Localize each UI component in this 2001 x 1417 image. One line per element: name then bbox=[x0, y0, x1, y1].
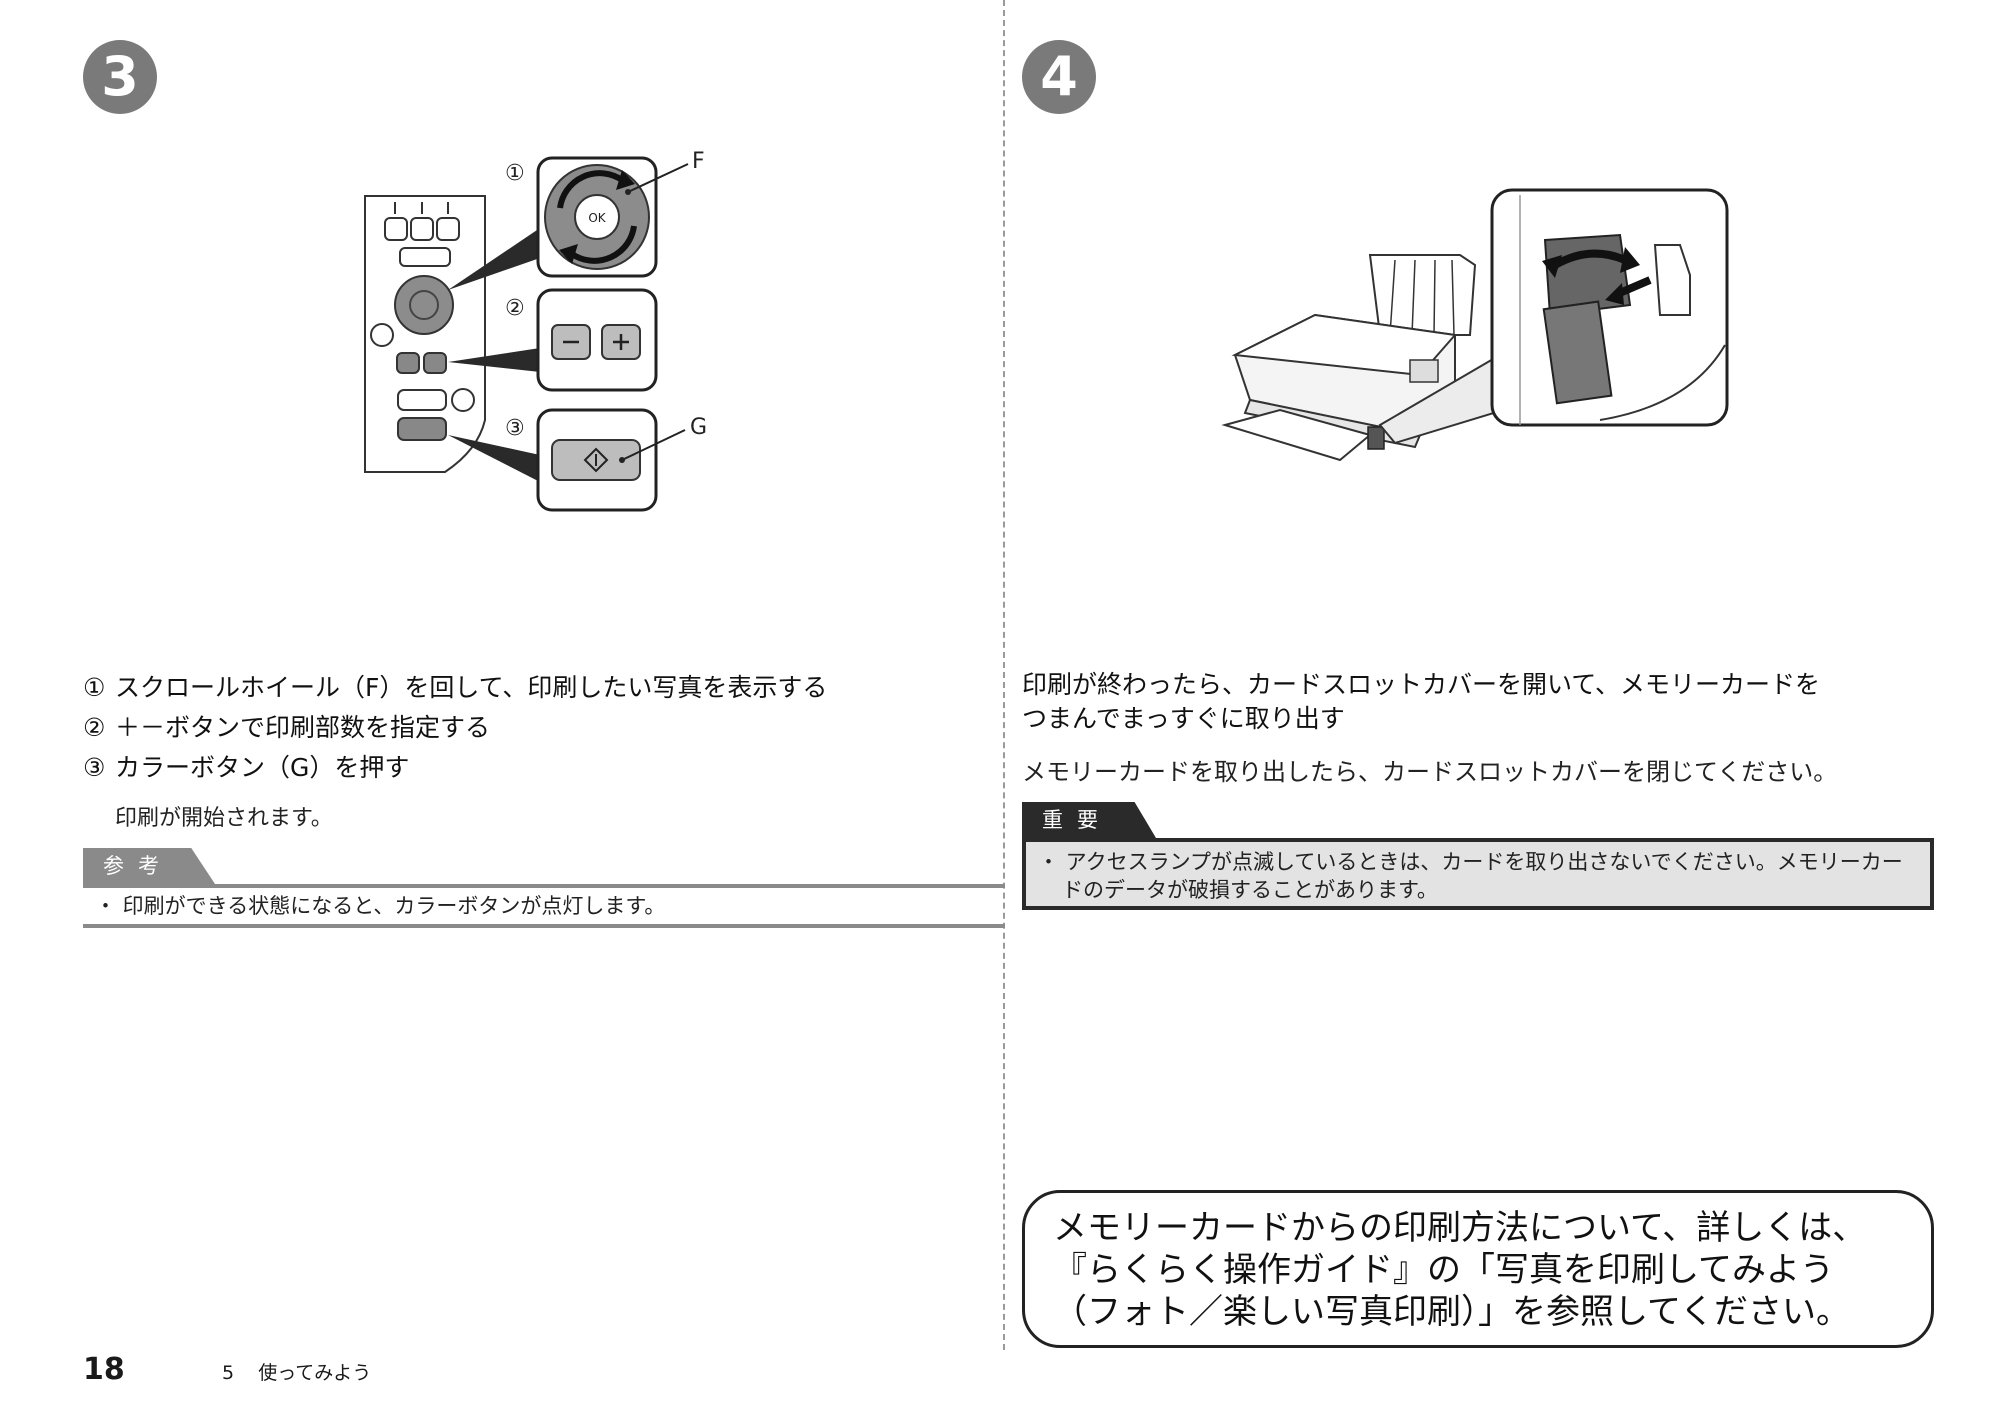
section-number: 5 bbox=[222, 1362, 235, 1384]
step-3-number: 3 bbox=[101, 45, 139, 108]
page-number: 18 bbox=[83, 1352, 125, 1387]
callout-3-label: ③ bbox=[505, 416, 525, 441]
reference-text: ・ 印刷ができる状態になると、カラーボタンが点灯します。 bbox=[95, 894, 666, 918]
note-line-3: （フォト／楽しい写真印刷）」を参照してください。 bbox=[1053, 1292, 1850, 1332]
section-label: 5 使ってみよう bbox=[222, 1358, 371, 1385]
operation-panel-illustration: ① ② ③ F G OK bbox=[364, 150, 707, 512]
section-title: 使ってみよう bbox=[258, 1362, 372, 1384]
step-4-body: メモリーカードを取り出したら、カードスロットカバーを閉じてください。 bbox=[1022, 758, 1838, 786]
callout-1-label: ① bbox=[505, 161, 525, 186]
instruction-2: ②＋－ボタンで印刷部数を指定する bbox=[83, 713, 491, 742]
step-4-heading: 印刷が終わったら、カードスロットカバーを開いて、メモリーカードを つまんでまっす… bbox=[1022, 668, 1972, 736]
step-4-heading-line-2: つまんでまっすぐに取り出す bbox=[1022, 704, 1345, 733]
ok-label: OK bbox=[588, 211, 606, 225]
label-G: G bbox=[690, 415, 707, 440]
printer-card-removal-illustration bbox=[1221, 188, 1729, 462]
column-divider bbox=[1003, 0, 1005, 1350]
note-line-1: メモリーカードからの印刷方法について、詳しくは、 bbox=[1053, 1208, 1867, 1248]
step-4-heading-line-1: 印刷が終わったら、カードスロットカバーを開いて、メモリーカードを bbox=[1022, 670, 1821, 699]
reference-tab: 参考 bbox=[83, 848, 215, 884]
important-box: ・ アクセスランプが点滅しているときは、カードを取り出さないでください。メモリー… bbox=[1022, 838, 1934, 910]
important-tab: 重要 bbox=[1022, 802, 1156, 838]
step-3-badge: 3 bbox=[83, 40, 157, 114]
reference-guide-note: メモリーカードからの印刷方法について、詳しくは、 『らくらく操作ガイド』の「写真… bbox=[1022, 1190, 1934, 1348]
note-line-2: 『らくらく操作ガイド』の「写真を印刷してみよう bbox=[1053, 1250, 1834, 1290]
step-4-number: 4 bbox=[1040, 45, 1078, 108]
important-text: ・ アクセスランプが点滅しているときは、カードを取り出さないでください。メモリー… bbox=[1038, 850, 1903, 902]
callout-2-label: ② bbox=[505, 296, 525, 321]
step-3-result: 印刷が開始されます。 bbox=[115, 806, 333, 831]
label-F: F bbox=[692, 150, 705, 174]
reference-box: ・ 印刷ができる状態になると、カラーボタンが点灯します。 bbox=[83, 884, 1005, 928]
step-4-badge: 4 bbox=[1022, 40, 1096, 114]
